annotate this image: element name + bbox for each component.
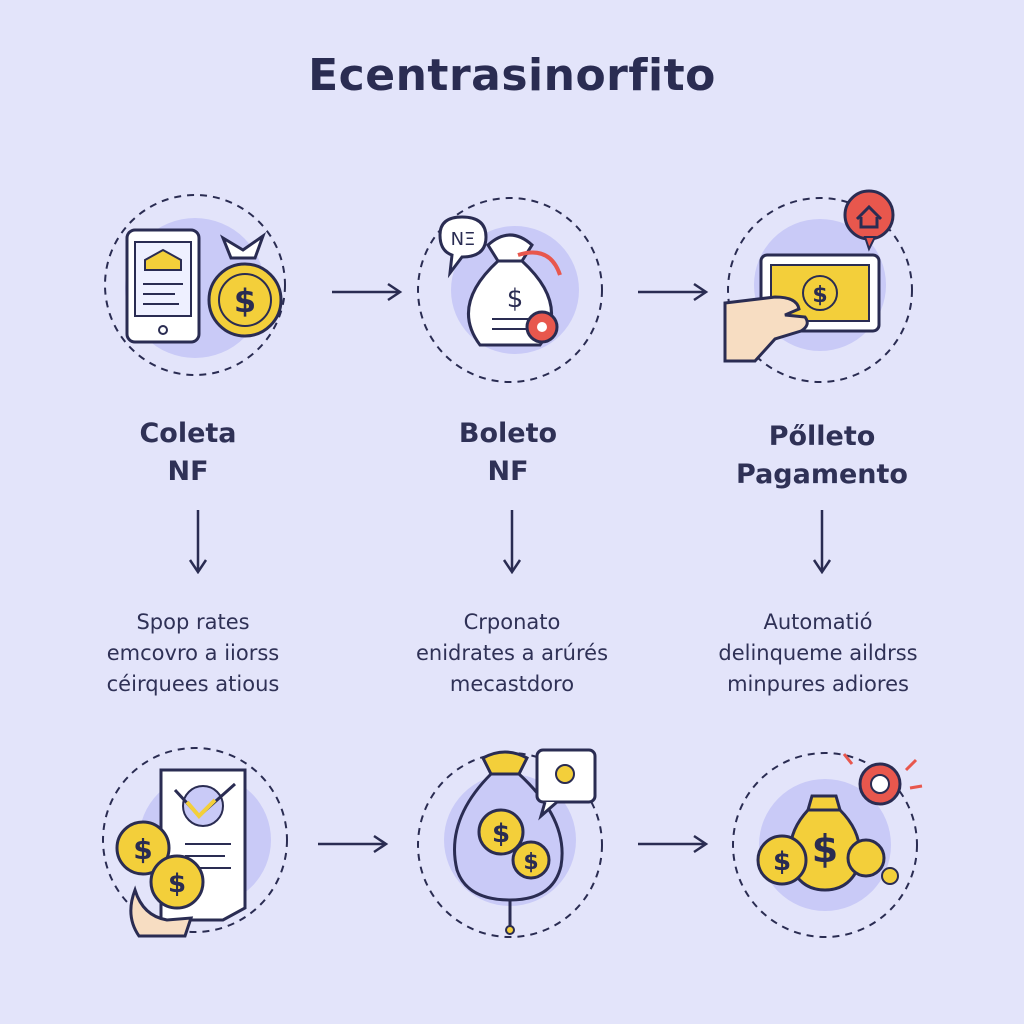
svg-text:$: $ — [133, 833, 152, 866]
location-pin-icon — [842, 753, 923, 806]
home-alert-icon — [843, 189, 895, 252]
step-2-description: Crponato enidrates a arúrés mecastdoro — [415, 610, 609, 696]
step-1-description: Spop rates emcovro a iiorss céirquees at… — [106, 610, 280, 696]
arrow-down-icon — [812, 510, 832, 574]
page-title: Ecentrasinorfito — [308, 50, 716, 101]
arrow-right-icon — [638, 282, 709, 302]
step-1-icon: $ — [104, 194, 286, 376]
arrow-right-icon — [638, 834, 709, 854]
speech-bubble-icon: NΞ — [438, 215, 488, 279]
svg-text:$: $ — [812, 283, 827, 308]
step-3-icon: $ — [723, 189, 913, 383]
tablet-receipt-icon — [125, 228, 201, 344]
coin-icon: $ $ — [115, 820, 205, 910]
money-bag-icon: $ — [207, 232, 283, 338]
arrow-down-icon — [502, 510, 522, 574]
step-2-icon: $ NΞ — [417, 197, 603, 383]
bottom-3-icon: $ $ — [732, 752, 923, 938]
step-2-title: Boleto NF — [458, 418, 558, 487]
bottom-1-icon: $ $ — [102, 747, 288, 938]
svg-text:$: $ — [168, 869, 186, 899]
coin-icon: $ — [756, 834, 899, 886]
hand-icon — [723, 295, 809, 363]
arrow-right-icon — [332, 282, 403, 302]
svg-text:$: $ — [812, 827, 838, 871]
svg-text:$: $ — [523, 850, 538, 875]
step-3-description: Automatió delinqueme aildrss minpures ad… — [718, 610, 918, 696]
coin-icon: $ $ — [477, 808, 551, 880]
step-1-title: Coleta NF — [139, 418, 237, 487]
speech-bubble-icon — [535, 748, 597, 821]
svg-text:$: $ — [773, 847, 791, 877]
svg-text:$: $ — [507, 284, 524, 314]
step-3-title: Pőlleto Pagamento — [736, 421, 908, 490]
bubble-badge: NΞ — [451, 229, 476, 250]
hand-icon — [129, 885, 194, 938]
arrow-right-icon — [318, 834, 389, 854]
svg-text:$: $ — [234, 282, 256, 320]
bottom-2-icon: $ $ — [417, 748, 603, 938]
svg-text:$: $ — [492, 819, 510, 849]
arrow-down-icon — [188, 510, 208, 574]
